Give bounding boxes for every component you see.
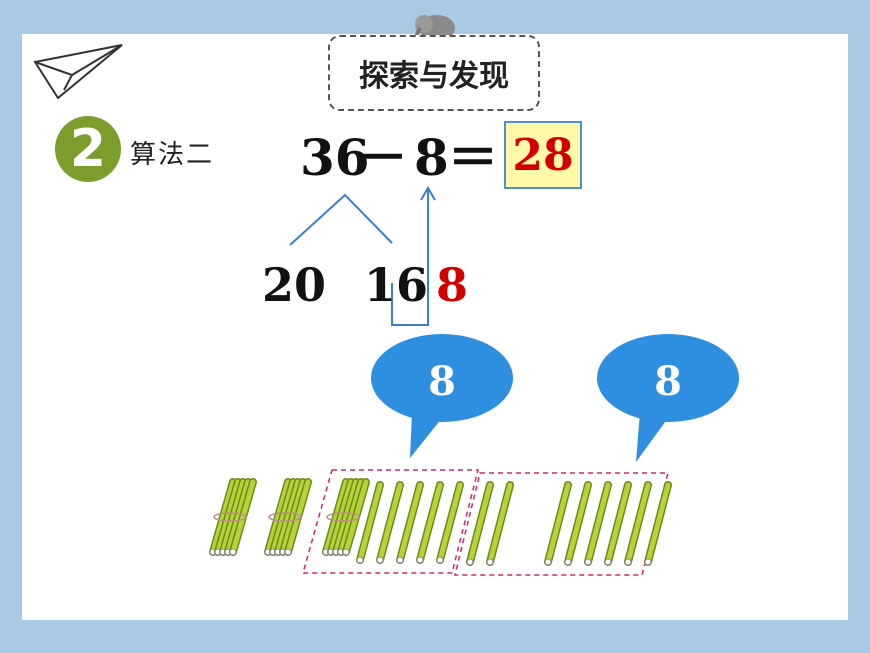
speech-bubble-1: [371, 334, 513, 458]
counting-stick: [280, 479, 306, 555]
counting-stick: [225, 479, 251, 555]
counting-stick: [585, 482, 611, 565]
counting-stick: [487, 482, 513, 565]
equation-answer: 28: [504, 121, 582, 189]
stick-end: [342, 548, 350, 556]
stick-end: [416, 556, 424, 564]
split-lines: [289, 186, 436, 326]
counting-stick: [323, 479, 349, 555]
counting-stick: [270, 479, 296, 555]
bundle-string: [213, 512, 247, 522]
dashed-group-2: [454, 472, 669, 576]
split-taken: 8: [436, 258, 469, 312]
stick-end: [436, 556, 444, 564]
counting-stick: [220, 479, 246, 555]
equation-minus-sign: －: [358, 128, 408, 187]
stick-end: [229, 548, 237, 556]
stick-end: [644, 558, 652, 566]
counting-stick: [625, 482, 651, 565]
counting-stick: [467, 482, 493, 565]
counting-stick: [230, 479, 256, 555]
stick-end: [466, 558, 474, 566]
counting-stick: [265, 479, 291, 555]
counting-stick: [333, 479, 359, 555]
method-label: 算法二: [130, 140, 215, 170]
counting-stick: [210, 479, 236, 555]
counting-stick: [357, 482, 383, 563]
counting-stick: [397, 482, 423, 563]
counting-stick: [377, 482, 403, 563]
method-number-badge: 2: [55, 116, 121, 182]
counting-stick: [285, 479, 311, 555]
stick-end: [486, 558, 494, 566]
stick-end: [564, 558, 572, 566]
counting-stick: [417, 482, 443, 563]
stick-end: [356, 556, 364, 564]
counting-stick: [545, 482, 571, 565]
counting-stick: [645, 482, 671, 565]
counting-stick: [565, 482, 591, 565]
bubble-2-text: 8: [654, 358, 682, 405]
split-tens: 20: [262, 258, 327, 312]
page-title: 探索与发现: [328, 35, 540, 111]
counting-stick: [605, 482, 631, 565]
equation-subtrahend: 8: [414, 128, 449, 187]
sticks-layer: [209, 478, 672, 566]
bundle-string: [268, 512, 302, 522]
bubble-1-text: 8: [428, 358, 456, 405]
counting-stick: [215, 479, 241, 555]
counting-stick: [437, 482, 463, 563]
speech-bubble-2: [597, 334, 739, 462]
dashed-group-1: [302, 469, 479, 574]
counting-stick: [275, 479, 301, 555]
counting-stick: [343, 479, 369, 555]
stick-end: [624, 558, 632, 566]
slide-canvas: [22, 34, 848, 620]
stick-end: [284, 548, 292, 556]
equation-equals-sign: ＝: [448, 128, 498, 187]
stick-end: [584, 558, 592, 566]
equation-minuend: 36: [300, 128, 370, 187]
counting-stick: [338, 479, 364, 555]
paper-plane-icon: [33, 44, 123, 100]
stick-end: [604, 558, 612, 566]
stick-end: [544, 558, 552, 566]
split-rest: 16: [364, 258, 429, 312]
stick-end: [376, 556, 384, 564]
stick-end: [396, 556, 404, 564]
bundle-string: [326, 512, 360, 522]
counting-stick: [328, 479, 354, 555]
